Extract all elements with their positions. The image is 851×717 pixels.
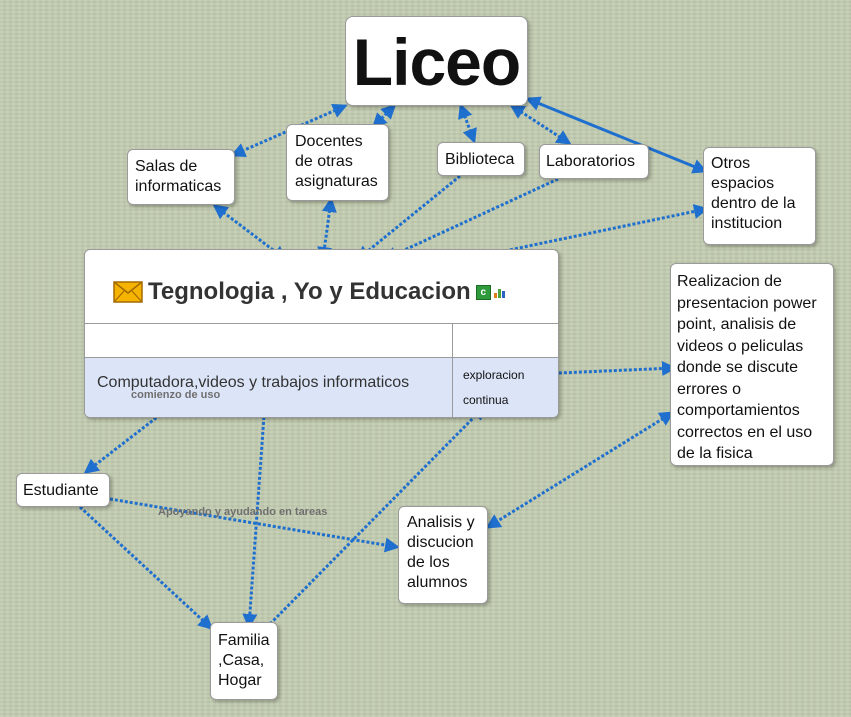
node-liceo[interactable]: Liceo: [345, 16, 528, 106]
node-familia[interactable]: Familia ,Casa, Hogar: [210, 622, 278, 700]
link-familia-main: [268, 404, 487, 626]
node-text-line: Salas de: [135, 158, 198, 175]
node-salas-de-informaticas[interactable]: Salas de informaticas: [127, 149, 235, 205]
node-laboratorios[interactable]: Laboratorios: [539, 144, 649, 179]
link-estudiante-analisis: [109, 497, 400, 553]
node-text-line: Familia: [218, 632, 270, 649]
node-text-line: Realizacion de: [677, 273, 782, 290]
main-title-row: Tegnologia , Yo y Educacion c: [113, 272, 507, 312]
c-icon[interactable]: c: [475, 284, 491, 300]
node-text-line: Laboratorios: [546, 153, 635, 170]
main-right-line: continua: [463, 393, 509, 407]
main-right-cell: exploracion continua: [463, 363, 524, 413]
link-main-realizacion: [443, 361, 677, 380]
link-liceo-biblioteca: [458, 103, 477, 144]
link-liceo-otros: [525, 96, 708, 174]
node-text-line: informaticas: [135, 178, 222, 195]
node-text-line: comportamientos: [677, 402, 800, 419]
node-text-line: donde se discute: [677, 359, 798, 376]
node-estudiante[interactable]: Estudiante: [16, 473, 110, 507]
node-text-line: Hogar: [218, 672, 262, 689]
node-text-line: alumnos: [407, 574, 468, 591]
node-text-line: dentro de la: [711, 195, 796, 212]
node-text-line: de los: [407, 554, 450, 571]
link-biblioteca-main: [355, 174, 461, 261]
node-text-line: Docentes: [295, 133, 363, 150]
node-text-line: Estudiante: [23, 482, 99, 499]
main-right-line: exploracion: [463, 368, 525, 382]
node-text-line: institucion: [711, 215, 783, 232]
node-realizacion[interactable]: Realizacion de presentacion power point,…: [670, 263, 834, 466]
chart-icon[interactable]: [493, 286, 507, 298]
link-laboratorios-main: [382, 177, 559, 261]
main-cell-note: comienzo de uso: [131, 389, 221, 401]
main-title: Tegnologia , Yo y Educacion: [148, 278, 471, 305]
mail-icon: [113, 281, 143, 303]
node-analisis[interactable]: Analisis y discucion de los alumnos: [398, 506, 488, 604]
link-main-familia: [242, 399, 272, 629]
link-realizacion-analisis: [485, 411, 675, 529]
node-text-line: point, analisis de: [677, 316, 797, 333]
node-main-topic[interactable]: Tegnologia , Yo y Educacion c Computador…: [84, 249, 559, 418]
node-docentes[interactable]: Docentes de otras asignaturas: [286, 124, 389, 201]
link-estudiante-familia: [78, 505, 214, 631]
node-liceo-label: Liceo: [352, 25, 521, 99]
main-cell-text: Computadora,videos y trabajos informatic…: [97, 374, 410, 391]
link-label-apoyando: Apoyando y ayudando en tareas: [158, 506, 328, 518]
node-text-line: espacios: [711, 175, 775, 192]
node-text-line: videos o peliculas: [677, 337, 804, 355]
main-divider: [85, 323, 558, 324]
node-biblioteca[interactable]: Biblioteca: [437, 142, 525, 176]
main-column-divider: [452, 323, 453, 417]
node-text-line: presentacion power: [677, 294, 817, 312]
node-text-line: de otras: [295, 153, 353, 170]
node-text-line: asignaturas: [295, 173, 378, 190]
node-text-line: errores o: [677, 380, 742, 398]
node-text-line: correctos en el uso: [677, 423, 813, 441]
node-text-line: ,Casa,: [218, 652, 265, 669]
node-text-line: Analisis y: [407, 514, 475, 531]
link-liceo-docentes: [371, 103, 397, 129]
node-text-line: Biblioteca: [445, 151, 515, 168]
node-text-line: Otros: [711, 155, 751, 172]
node-text-line: de la fisica: [677, 445, 753, 462]
node-text-line: discucion: [407, 534, 474, 551]
node-otros-espacios[interactable]: Otros espacios dentro de la institucion: [703, 147, 816, 245]
